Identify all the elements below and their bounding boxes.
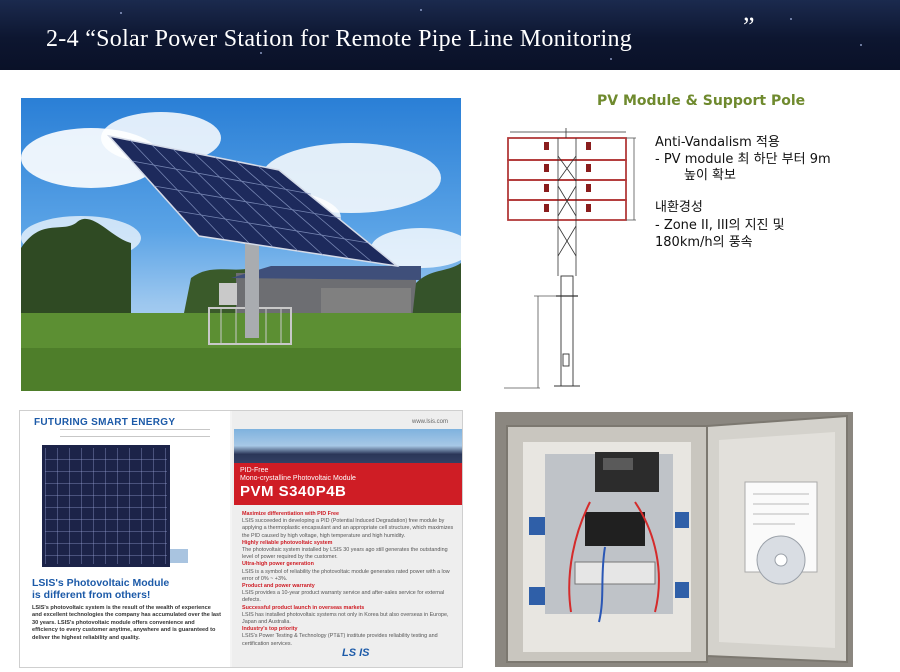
brochure-left-column: FUTURING SMART ENERGY LSIS's Photovoltai… [20,411,230,667]
model-subtitle: PID-Free Mono-crystalline Photovoltaic M… [240,467,356,483]
feature-heading: Product and power warranty [242,583,315,590]
slide-title: 2-4 “Solar Power Station for Remote Pipe… [46,12,755,53]
solar-tracker-photo [21,98,461,391]
brochure-right-column: www.lsis.com PID-Free Mono-crystalline P… [232,411,462,667]
feature-heading: Successful product launch in overseas ma… [242,604,365,611]
model-name: PVM S340P4B [240,483,347,500]
star-dot [610,58,612,60]
spec-line: 내환경성 [655,200,703,215]
spec-line: - PV module 최 하단 부터 9m [655,152,831,167]
brochure-url: www.lsis.com [411,419,448,425]
lsis-logo: LS IS [342,647,370,659]
feature-body: LSIS succeeded in developing a PID (Pote… [242,518,454,539]
spec-line: 높이 확보 [684,168,736,183]
brand-rule [60,429,210,437]
feature-body: LSIS's Power Testing & Technology (PT&T)… [242,633,438,647]
spec-line: - Zone II, III의 지진 및 [655,218,785,233]
star-dot [120,12,122,14]
brochure-headline-line: is different from others! [32,589,151,601]
star-dot [420,9,422,11]
slide-title-text: 2-4 “Solar Power Station for Remote Pipe… [46,26,633,52]
slide-title-close-quote: ” [743,12,755,41]
feature-heading: Ultra-high power generation [242,561,314,568]
model-banner: PID-Free Mono-crystalline Photovoltaic M… [234,463,462,505]
feature-item: Successful product launch in overseas ma… [242,605,457,627]
spec-line: Anti-Vandalism 적용 [655,135,780,150]
feature-body: LSIS is a symbol of reliability the phot… [242,568,450,582]
star-dot [260,52,262,54]
feature-heading: Industry's top priority [242,626,298,633]
brand-name: FUTURING SMART ENERGY [34,417,176,428]
product-brochure: FUTURING SMART ENERGY LSIS's Photovoltai… [19,410,463,668]
feature-body: The photovoltaic system installed by LSI… [242,547,448,561]
control-box-photo [495,412,853,667]
feature-heading: Maximize differentiation with PID Free [242,511,340,517]
star-dot [860,44,862,46]
feature-body: LSIS has installed photovoltaic systems … [242,611,449,626]
feature-heading: Highly reliable photovoltaic system [242,539,333,546]
slide-header: 2-4 “Solar Power Station for Remote Pipe… [0,0,900,70]
brochure-headline-line: LSIS's Photovoltaic Module [32,577,170,589]
model-subtitle-line: PID-Free [240,467,269,474]
support-pole-drawing [500,126,650,396]
spec-line: 180km/h의 풍속 [655,235,753,250]
feature-body: LSIS provides a 10-year product warranty… [242,590,445,604]
star-dot [790,18,792,20]
brochure-intro-text: LSIS's photovoltaic system is the result… [32,605,222,641]
brochure-headline: LSIS's Photovoltaic Module is different … [32,577,169,601]
pv-section-title: PV Module & Support Pole [597,93,806,109]
model-subtitle-line: Mono-crystalline Photovoltaic Module [240,475,356,482]
pv-module-image [42,445,170,567]
certification-badge-icon [170,549,188,563]
